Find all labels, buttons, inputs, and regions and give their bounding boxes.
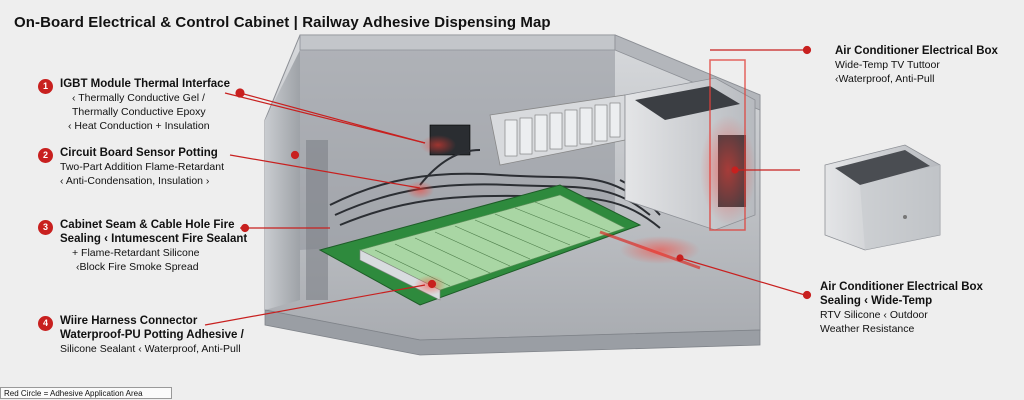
callout-right-2-line-1: RTV Silicone ‹ Outdoor	[820, 309, 928, 321]
callout-right-2-heading-2: Sealing ‹ Wide-Temp	[820, 295, 933, 307]
leader-2-dot	[290, 150, 300, 160]
callout-1-heading: IGBT Module Thermal Interface	[60, 78, 230, 90]
callout-right-2-line-2: Weather Resistance	[820, 323, 915, 335]
callout-1-line-1: ‹ Thermally Conductive Gel /	[72, 92, 205, 104]
callout-2-line-2: ‹ Anti-Condensation, Insulation ›	[60, 175, 210, 187]
leader-lines	[204, 45, 812, 326]
leader-3-dot	[240, 223, 250, 233]
callout-4-number: 4	[38, 316, 53, 331]
callout-3-heading-2: Sealing ‹ Intumescent Fire Sealant	[60, 233, 248, 245]
callout-right-2: Air Conditioner Electrical Box Sealing ‹…	[820, 280, 983, 336]
callout-3-line-1: + Flame-Retardant Silicone	[72, 247, 200, 259]
leader-right-2	[679, 257, 806, 296]
leader-4-dot	[427, 279, 437, 289]
callout-2: Circuit Board Sensor Potting Two-Part Ad…	[60, 146, 224, 188]
callout-3-heading: Cabinet Seam & Cable Hole Fire	[60, 219, 235, 231]
ac-electrical-box-inner	[599, 59, 756, 270]
leader-right-2-dot	[802, 290, 812, 300]
callout-1-number: 1	[38, 79, 53, 94]
callout-3-number: 3	[38, 220, 53, 235]
ac-electrical-box-external	[824, 144, 941, 251]
callout-right-1-line-2: ‹Waterproof, Anti-Pull	[835, 73, 935, 85]
callout-4-heading: Wiire Harness Connector	[60, 315, 198, 327]
legend-box: Red Circle = Adhesive Application Area	[0, 387, 172, 399]
leader-1	[224, 92, 426, 144]
leader-right-1-dot	[802, 45, 812, 55]
callout-3-line-2: ‹Block Fire Smoke Spread	[76, 261, 199, 273]
callout-right-1-heading: Air Conditioner Electrical Box	[835, 45, 998, 57]
callout-4-line-1: Silicone Sealant ‹ Waterproof, Anti-Pull	[60, 343, 241, 355]
igbt-modules	[420, 94, 626, 166]
callout-2-heading: Circuit Board Sensor Potting	[60, 147, 218, 159]
callout-1-line-3: ‹ Heat Conduction + Insulation	[68, 120, 210, 132]
callout-4-heading-2: Waterproof-PU Potting Adhesive /	[60, 329, 244, 341]
callout-1: IGBT Module Thermal Interface ‹ Thermall…	[60, 77, 230, 133]
callout-right-2-heading: Air Conditioner Electrical Box	[820, 281, 983, 293]
callout-right-1: Air Conditioner Electrical Box Wide-Temp…	[835, 44, 998, 86]
callout-2-number: 2	[38, 148, 53, 163]
leader-2	[229, 154, 421, 189]
leader-4	[204, 284, 426, 326]
page-title: On-Board Electrical & Control Cabinet | …	[14, 14, 551, 31]
callout-2-line-1: Two-Part Addition Flame-Retardant	[60, 161, 224, 173]
callout-1-line-2: Thermally Conductive Epoxy	[72, 106, 206, 118]
circuit-board	[318, 181, 642, 306]
callout-3: Cabinet Seam & Cable Hole Fire Sealing ‹…	[60, 218, 247, 274]
callout-4: Wiire Harness Connector Waterproof-PU Po…	[60, 314, 244, 356]
callout-right-1-line-1: Wide-Temp TV Tuttoor	[835, 59, 940, 71]
